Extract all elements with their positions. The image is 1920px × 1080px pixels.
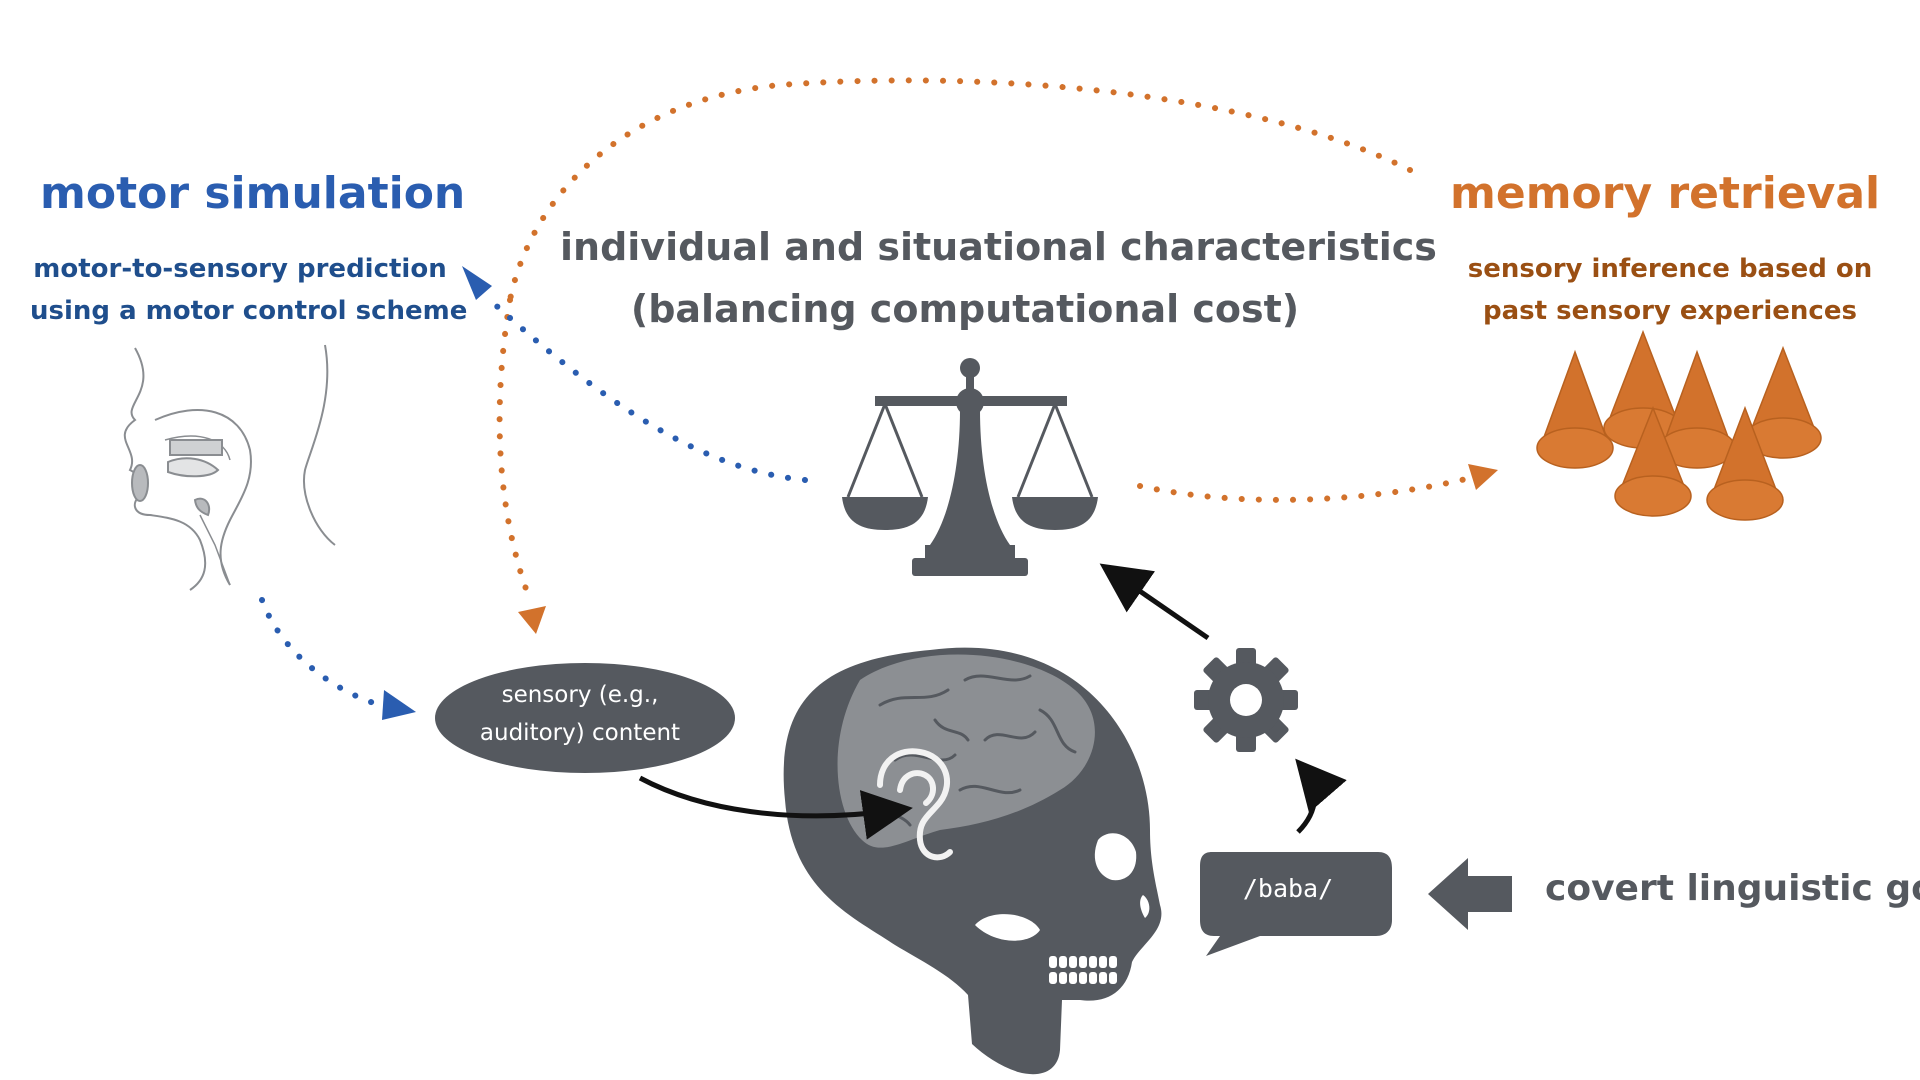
speech-to-gear-arrow — [1295, 758, 1347, 834]
skull-brain-icon — [783, 647, 1162, 1075]
center-title-line-2: (balancing computational cost) — [630, 287, 1300, 331]
sensory-content-label: sensory (e.g., auditory) content — [430, 676, 730, 752]
scale-icon — [842, 358, 1098, 576]
motor-to-sensory-arrowhead — [382, 690, 416, 720]
memory-retrieval-title: memory retrieval — [1450, 168, 1881, 219]
center-title: individual and situational characteristi… — [560, 216, 1437, 340]
memory-to-sensory-arrow — [496, 297, 533, 603]
sensory-to-brain-arrow — [638, 775, 913, 840]
gear-to-scale-arrow — [1099, 563, 1210, 641]
motor-simulation-subtitle: motor-to-sensory prediction using a moto… — [30, 248, 468, 332]
goal-arrow — [1428, 858, 1512, 930]
sensory-label-line-1: sensory (e.g., — [501, 682, 659, 708]
speech-bubble-text: /baba/ — [1242, 874, 1334, 903]
vocal-tract-icon — [123, 344, 336, 591]
covert-linguistic-goal-label: covert linguistic goal — [1545, 868, 1920, 909]
scale-to-memory-arrowhead — [1468, 464, 1498, 490]
gear-icon — [1194, 648, 1298, 752]
ear-icon — [877, 748, 953, 861]
motor-to-sensory-arrow — [259, 597, 383, 708]
memory-subtitle-line-1: sensory inference based on — [1467, 254, 1873, 284]
sensory-content-node — [435, 663, 735, 773]
sensory-label-line-2: auditory) content — [479, 720, 681, 746]
speech-bubble — [1200, 852, 1392, 956]
center-title-line-1: individual and situational characteristi… — [560, 225, 1437, 269]
motor-subtitle-line-2: using a motor control scheme — [30, 296, 468, 326]
cones-icon — [1536, 329, 1822, 521]
scale-to-memory-arrow — [1137, 475, 1473, 503]
memory-retrieval-subtitle: sensory inference based on past sensory … — [1450, 248, 1890, 332]
scale-to-motor-arrowhead — [462, 266, 492, 300]
memory-subtitle-line-2: past sensory experiences — [1483, 296, 1857, 326]
motor-simulation-title: motor simulation — [40, 168, 466, 219]
motor-subtitle-line-1: motor-to-sensory prediction — [33, 254, 447, 284]
memory-to-sensory-arrowhead — [518, 606, 546, 634]
